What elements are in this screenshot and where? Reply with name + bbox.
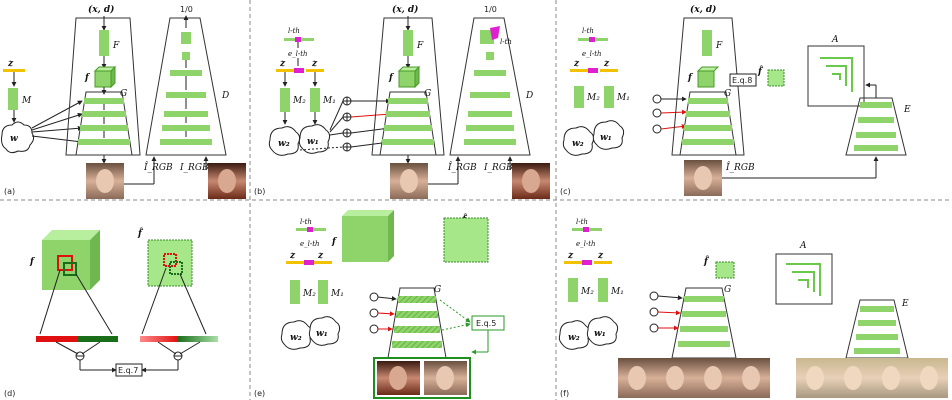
M1-label: M₁ [322, 96, 336, 106]
M2-label: M₂ [292, 96, 306, 106]
M1-label-e: M₁ [330, 289, 344, 299]
lth-label-c: l-th [582, 27, 594, 35]
A-label-f: A [799, 241, 807, 251]
panel-c: (c) l-th e_l-th z z M₂ M₁ w₂ w₁ (x, d) F… [560, 4, 911, 196]
z-label-f2: z [597, 251, 604, 261]
panel-f-label: (f) [560, 389, 569, 398]
F-label-c: F [715, 41, 723, 51]
real-fake-label-b: 1/0 [484, 5, 497, 14]
panel-e: (e) l-th e_l-th z z M₂ M₁ w₂ w₁ f f̂ G [254, 210, 505, 399]
w2-label-c: w₂ [572, 139, 584, 149]
lth-label: l-th [288, 27, 300, 35]
E-label-f: E [901, 299, 909, 309]
irgb-hat-label: Î_RGB [143, 161, 173, 173]
discriminator-D-trapezoid [145, 17, 227, 156]
panel-b-label: (b) [254, 187, 265, 196]
real-fake-label: 1/0 [180, 5, 193, 14]
e-lth-label-c: e_l-th [582, 50, 602, 58]
D-label-b: D [525, 91, 533, 101]
w-label: w [10, 134, 18, 144]
w2-label-e: w₂ [290, 333, 302, 343]
w2-label-f: w₂ [568, 333, 580, 343]
irgb-hat-label-b: Î_RGB [447, 161, 477, 173]
w1-label: w₁ [307, 137, 319, 147]
f-label: f [84, 73, 91, 83]
w1-label-f: w₁ [594, 329, 606, 339]
panel-c-label: (c) [560, 187, 571, 196]
female-face-strip [796, 358, 948, 398]
F-label: F [112, 41, 120, 51]
mapping-network-M [8, 88, 18, 110]
lth-label-b: l-th [500, 38, 512, 46]
z-label-e2: z [317, 251, 324, 261]
G-label-b: G [424, 89, 431, 99]
f-label-b: f [388, 73, 395, 83]
z-label-f1: z [567, 251, 574, 261]
fhat-label-c: f̂ [757, 65, 764, 77]
attention-A-box [807, 45, 865, 107]
G-label-c: G [724, 89, 731, 99]
panel-e-label: (e) [254, 389, 265, 398]
w1-label-c: w₁ [600, 133, 612, 143]
face-pair-box [373, 357, 471, 399]
D-label: D [221, 91, 229, 101]
panel-d: (d) f f̂ E.q.7 [4, 227, 218, 398]
f-label-e: f [331, 237, 338, 247]
panel-a-label: (a) [4, 187, 15, 196]
G-label-f: G [724, 285, 731, 295]
lth-label-f: l-th [576, 218, 588, 226]
F-label-b: F [416, 41, 424, 51]
panel-a: (a) z M w (x, d) F f G [1, 4, 246, 199]
z-label-e1: z [289, 251, 296, 261]
z-label-c2: z [603, 59, 610, 69]
z-vector [3, 69, 25, 72]
male-face-strip [618, 358, 770, 398]
M2-label-c: M₂ [586, 93, 600, 103]
z-label-b2: z [311, 59, 318, 69]
eq7-box: E.q.7 [118, 366, 138, 375]
fhat-label-d: f̂ [137, 227, 144, 239]
w-space-cloud [1, 121, 35, 154]
M-label: M [21, 96, 32, 106]
e-lth-label-f: e_l-th [576, 240, 596, 248]
panel-f: (f) l-th e_l-th z z M₂ M₁ w₂ w₁ f̂ G A E [558, 218, 948, 398]
xd-label-c: (x, d) [690, 4, 716, 15]
eq8-box: E.q.8 [732, 76, 752, 85]
z-label-c1: z [573, 59, 580, 69]
z-label: z [7, 59, 14, 69]
fhat-label-f: f̂ [703, 255, 710, 267]
panel-b: (b) l-th e_l-th z z M₂ M₁ w₂ w₁ [254, 4, 550, 199]
M1-label-c: M₁ [616, 93, 630, 103]
encoder-F-block [99, 30, 109, 56]
lth-label-e: l-th [300, 218, 312, 226]
G-label-e: G [434, 285, 441, 295]
e-lth-label: e_l-th [288, 50, 308, 58]
generator-G-trapezoid [75, 91, 133, 156]
f-label-d: f [29, 257, 36, 267]
encoder-F-trapezoid [65, 17, 141, 156]
E-label-c: E [903, 105, 911, 115]
irgb-label-b: I_RGB [483, 163, 513, 173]
w2-label: w₂ [278, 139, 290, 149]
M2-label-e: M₂ [302, 289, 316, 299]
f-label-c: f [687, 73, 694, 83]
A-label-c: A [831, 35, 839, 45]
M2-label-f: M₂ [580, 287, 594, 297]
eq5-box: E.q.5 [476, 319, 496, 328]
G-label: G [120, 89, 127, 99]
w1-label-e: w₁ [316, 329, 328, 339]
xd-label-b: (x, d) [392, 4, 418, 15]
z-label-b1: z [279, 59, 286, 69]
irgb-label: I_RGB [179, 163, 209, 173]
xd-label: (x, d) [88, 4, 114, 15]
feature-cube-f [93, 65, 117, 89]
panel-d-label: (d) [4, 389, 15, 398]
irgb-hat-label-c: Î_RGB [725, 161, 755, 173]
e-lth-label-e: e_l-th [300, 240, 320, 248]
M1-label-f: M₁ [610, 287, 624, 297]
